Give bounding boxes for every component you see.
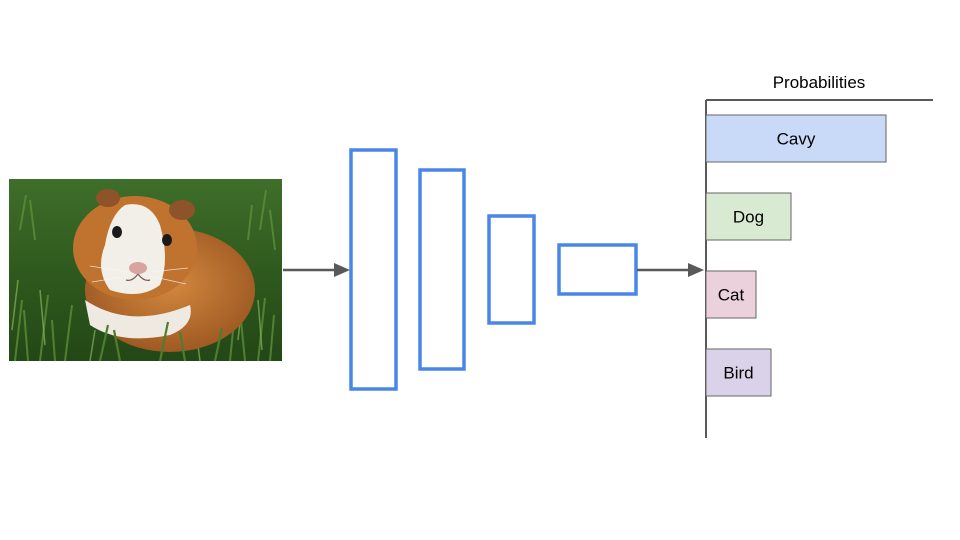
input-photo	[9, 179, 282, 361]
layer-4	[557, 243, 638, 296]
output-arrow	[637, 263, 704, 277]
layer-2	[418, 168, 466, 371]
bar-label-cavy: Cavy	[777, 130, 816, 149]
bar-cat	[705, 270, 757, 319]
chart-title: Probabilities	[773, 73, 866, 92]
bar-bird	[705, 348, 772, 397]
bar-label-cat: Cat	[718, 286, 745, 305]
bar-label-dog: Dog	[733, 208, 764, 227]
bar-label-bird: Bird	[723, 364, 753, 383]
bar-dog	[705, 192, 792, 241]
bar-cavy	[705, 114, 887, 163]
input-arrow	[283, 263, 350, 277]
layer-1	[349, 148, 398, 391]
network-layers	[349, 148, 638, 391]
layer-3	[487, 214, 536, 325]
